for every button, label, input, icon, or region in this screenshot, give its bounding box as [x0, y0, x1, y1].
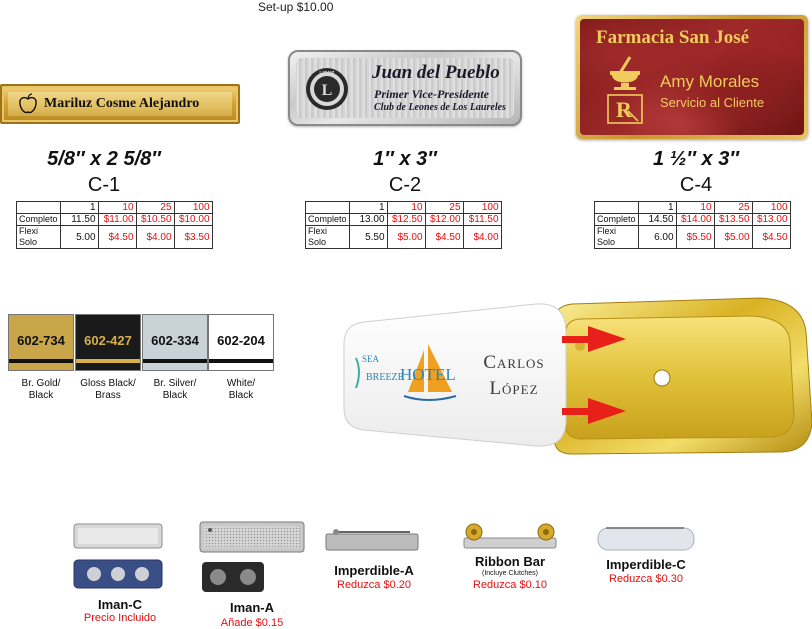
- svg-text:R: R: [616, 97, 633, 122]
- fastener-imperdible-c-name: Imperdible-C: [606, 557, 686, 572]
- price-table-c2: 1 10 25 100 Completo 13.00 $12.50 $12.00…: [305, 201, 502, 249]
- svg-text:LIONS: LIONS: [319, 71, 335, 77]
- magnet-a-image: [199, 521, 305, 592]
- table-row: Flexi Solo 5.00 $4.50 $4.00 $3.50: [16, 225, 213, 249]
- product-c2-code: C-2: [388, 174, 422, 196]
- badge-c4-shop: Farmacia San José: [596, 27, 750, 48]
- fastener-iman-a-note: Añade $0.15: [220, 617, 284, 629]
- color-label-white-black: White/Black: [226, 378, 256, 401]
- sea-breeze-logo: SEA BREEZE HOTEL: [355, 344, 457, 401]
- table-row: Flexi Solo 5.50 $5.00 $4.50 $4.00: [305, 225, 502, 249]
- fastener-ribbon-bar-subnote: (Incluye Clutches): [481, 570, 539, 577]
- fastener-iman-a-name: Iman-A: [229, 600, 275, 615]
- table-row: Flexi Solo 6.00 $5.50 $5.00 $4.50: [594, 225, 791, 249]
- color-swatch-black-brass: 602-427: [75, 314, 141, 371]
- product-c2-size: 1″ x 3″: [373, 148, 437, 170]
- gold-magnet-backing: [553, 297, 812, 455]
- red-arrow-icon: [562, 398, 626, 424]
- badge-c4-role: Servicio al Cliente: [660, 95, 765, 110]
- setup-price: Set-up $10.00: [258, 0, 334, 14]
- svg-text:L: L: [322, 82, 333, 99]
- badge-c1-sample: Mariluz Cosme Alejandro: [0, 84, 240, 124]
- magnet-c-image: [73, 523, 163, 589]
- fastener-imperdible-a-note: Reduzca $0.20: [337, 579, 411, 591]
- white-name-badge: [343, 303, 567, 447]
- price-table-c4: 1 10 25 100 Completo 14.50 $14.00 $13.50…: [594, 201, 791, 249]
- table-row: Completo 14.50 $14.00 $13.50 $13.00: [594, 213, 791, 226]
- pin-a-image: [325, 529, 419, 551]
- fastener-imperdible-c-note: Reduzca $0.30: [609, 573, 683, 585]
- table-row: 1 10 25 100: [305, 201, 502, 214]
- lions-emblem-icon: L LIONS: [306, 68, 348, 110]
- fastener-iman-c-name: Iman-C: [97, 597, 143, 612]
- mortar-pestle-icon: R: [607, 56, 643, 124]
- color-label-gold-black: Br. Gold/Black: [21, 378, 61, 401]
- badge-c1-name: Mariluz Cosme Alejandro: [44, 96, 200, 111]
- apple-icon: [19, 93, 37, 114]
- badge-c2-name: Juan del Pueblo: [372, 62, 500, 83]
- ribbon-bar-image: [463, 523, 557, 549]
- table-row: 1 10 25 100: [594, 201, 791, 214]
- color-swatch-silver-black: 602-334: [142, 314, 208, 371]
- badge-c4-person: Amy Morales: [660, 72, 760, 91]
- fastener-iman-c-note: Precio Incluido: [83, 612, 157, 624]
- fastener-ribbon-bar-name: Ribbon Bar: [474, 554, 546, 569]
- logo-line-3: HOTEL: [400, 365, 456, 384]
- badge-c2-title: Primer Vice-Presidente: [374, 87, 489, 101]
- product-c1-code: C-1: [87, 174, 121, 196]
- table-row: Completo 11.50 $11.00 $10.50 $10.00: [16, 213, 213, 226]
- badge-c2-sample: L LIONS Juan del Pueblo Primer Vice-Pres…: [288, 50, 522, 126]
- red-arrow-icon: [562, 326, 626, 352]
- product-c1-size: 5/8″ x 2 5/8″: [47, 148, 161, 170]
- badge-first-name: Carlos: [483, 352, 544, 373]
- badge-c2-club: Club de Leones de Los Laureles: [374, 102, 506, 113]
- color-label-silver-black: Br. Silver/Black: [153, 378, 197, 401]
- color-swatch-gold-black: 602-734: [8, 314, 74, 371]
- fastener-imperdible-a-name: Imperdible-A: [334, 563, 414, 578]
- product-c4-size: 1 ½″ x 3″: [653, 148, 739, 170]
- badge-last-name: López: [489, 378, 538, 399]
- product-c4-code: C-4: [679, 174, 713, 196]
- fastener-ribbon-bar-note: Reduzca $0.10: [473, 579, 547, 591]
- pin-c-image: [597, 527, 695, 551]
- table-row: Completo 13.00 $12.50 $12.00 $11.50: [305, 213, 502, 226]
- color-label-black-brass: Gloss Black/Brass: [80, 378, 136, 401]
- logo-line-2: BREEZE: [366, 372, 404, 383]
- hotel-badge-illustration: SEA BREEZE HOTEL Carlos López: [343, 297, 812, 455]
- logo-line-1: SEA: [362, 354, 380, 364]
- badge-c4-sample: Farmacia San José R Amy Morales Servicio…: [576, 15, 808, 139]
- table-row: 1 10 25 100: [16, 201, 213, 214]
- color-swatch-white-black: 602-204: [208, 314, 274, 371]
- price-table-c1: 1 10 25 100 Completo 11.50 $11.00 $10.50…: [16, 201, 213, 249]
